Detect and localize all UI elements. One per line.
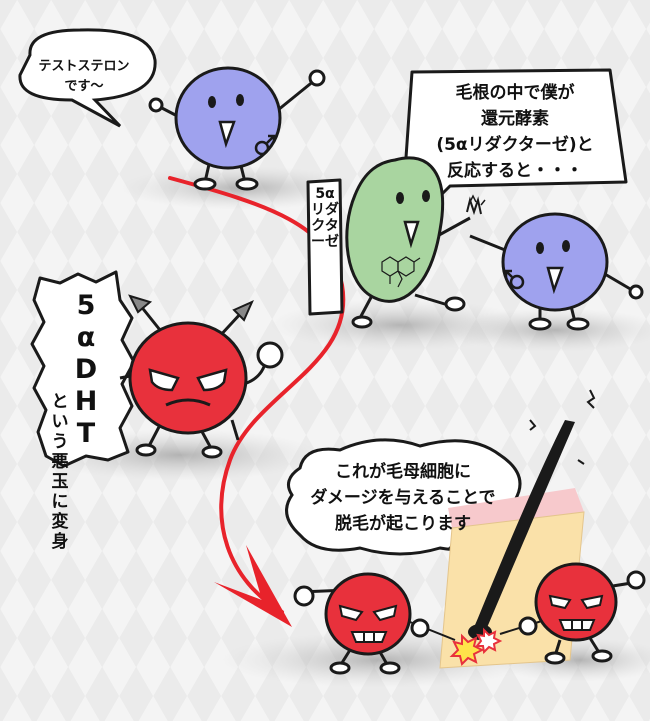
hair-strand — [472, 420, 575, 632]
speech-bubble-testosterone — [18, 28, 157, 128]
testosterone-character — [148, 66, 326, 191]
dht-label-box — [30, 270, 136, 468]
flow-arrow-head — [214, 545, 292, 627]
enzyme-character — [345, 156, 486, 329]
dht-attacker-left — [293, 572, 456, 675]
flow-path-arrow — [168, 176, 346, 614]
enzyme-label-text: 5αリダクターゼ — [311, 186, 339, 250]
dht-label-sub: という悪玉に変身 — [51, 392, 69, 552]
male-symbol-icon — [504, 269, 525, 290]
dht-character — [119, 294, 284, 459]
dht-attacker-right — [499, 562, 646, 665]
speech-text-damage: これが毛母細胞に ダメージを与えることで 脱毛が起こります — [310, 462, 496, 534]
dht-label: 5αDHT — [44, 290, 128, 450]
enzyme-label-box — [306, 178, 344, 316]
testosterone-character-right — [469, 212, 644, 331]
molecule-icon — [381, 256, 421, 288]
impact-burst-icon — [449, 627, 503, 666]
speech-text-reaction: 毛根の中で僕が 還元酵素 (5αリダクターゼ)と 反応すると・・・ — [436, 83, 594, 181]
speech-text-testosterone: テストステロン です〜 — [38, 59, 130, 94]
male-symbol-icon — [254, 134, 276, 156]
dht-label-main: 5αDHT — [74, 290, 98, 449]
